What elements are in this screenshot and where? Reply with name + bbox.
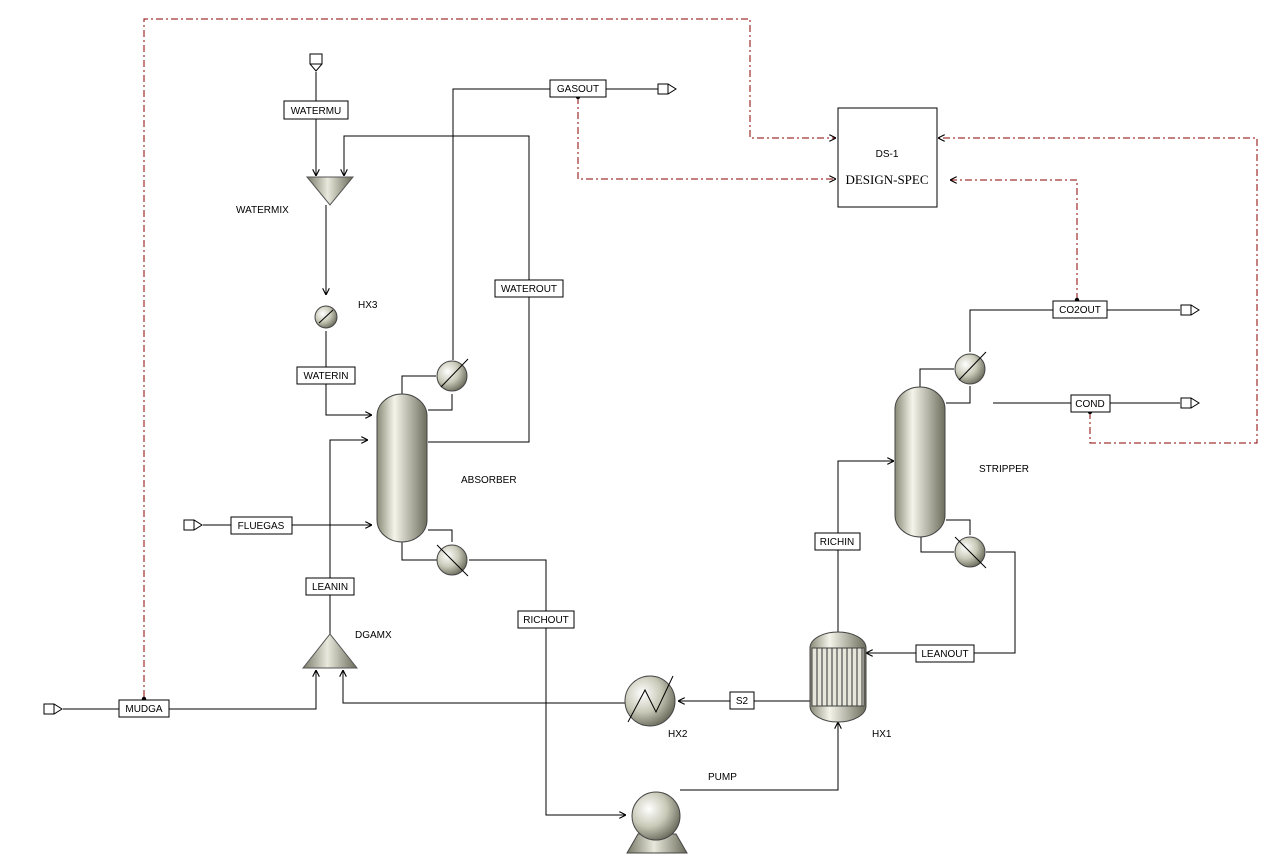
watermu-feed-arrow[interactable]: [309, 53, 323, 72]
watermix-block[interactable]: [305, 176, 355, 206]
stream-tag-label: WATEROUT: [501, 284, 557, 295]
mixer-icon: [301, 633, 359, 669]
stripper-condenser[interactable]: [954, 351, 987, 385]
column-icon: [376, 393, 428, 543]
co2out-control-line: [950, 180, 1078, 300]
dgamx-label: DGAMX: [355, 630, 392, 641]
hx2-block[interactable]: [624, 675, 676, 727]
stream-tag-leanin[interactable]: LEANIN: [305, 577, 355, 596]
block-labels: WATERMIX HX3 ABSORBER DGAMX HX2 HX1 PUMP…: [236, 205, 1029, 783]
design-spec-block[interactable]: DS-1 DESIGN-SPEC: [837, 107, 938, 208]
stream-lines: [63, 72, 1180, 815]
stream-tag-richout[interactable]: RICHOUT: [517, 610, 575, 629]
stream-tag-cond[interactable]: COND: [1070, 394, 1111, 413]
hx3-block[interactable]: [314, 305, 338, 329]
stripper-boilup-line: [946, 519, 971, 535]
richout-line: [469, 559, 626, 815]
stream-tag-label: LEANOUT: [921, 649, 968, 660]
tube-bundle-icon: [811, 647, 865, 707]
heater-zigzag-icon: [627, 675, 674, 723]
hx2-label: HX2: [668, 729, 688, 740]
absorber-label: ABSORBER: [461, 475, 517, 486]
condenser-arrow-icon: [958, 351, 987, 381]
terminal-arrows: [43, 53, 1200, 715]
stream-tag-waterout[interactable]: WATEROUT: [494, 279, 564, 298]
gasout-product-arrow[interactable]: [657, 83, 677, 95]
mudga-line: [63, 670, 316, 710]
stream-tag-label: LEANIN: [312, 582, 348, 593]
stream-tag-co2out[interactable]: CO2OUT: [1052, 300, 1108, 319]
stream-tag-label: WATERMU: [291, 106, 342, 117]
condenser-arrow-icon: [440, 358, 469, 388]
stream-tag-label: FLUEGAS: [238, 521, 285, 532]
absorber-condenser[interactable]: [436, 358, 469, 392]
design-spec-box: [837, 107, 938, 208]
pump-icon: [631, 791, 681, 841]
stripper-reflux-line: [946, 386, 971, 404]
stream-tag-label: RICHIN: [820, 537, 854, 548]
stream-tag-label: RICHOUT: [523, 615, 569, 626]
mudga-control-line: [143, 18, 836, 697]
mudga-feed-arrow[interactable]: [43, 703, 63, 715]
cond-product-arrow[interactable]: [1180, 397, 1200, 409]
absorber-reflux-line: [428, 394, 453, 411]
stream-tag-label: CO2OUT: [1059, 305, 1101, 316]
stream-tag-mudga[interactable]: MUDGA: [118, 699, 170, 718]
stream-tag-waterin[interactable]: WATERIN: [296, 366, 356, 385]
stripper-overhead-line: [919, 368, 954, 388]
hx1-block[interactable]: [809, 631, 867, 723]
stripper-label: STRIPPER: [979, 464, 1029, 475]
stream-tag-watermu[interactable]: WATERMU: [283, 100, 349, 120]
richin-line: [837, 461, 894, 632]
pump-base-icon: [626, 833, 688, 854]
stripper-block[interactable]: [894, 386, 946, 538]
leanout-line: [866, 551, 1016, 653]
cond-control-line: [938, 138, 1258, 444]
stripper-reboiler[interactable]: [954, 536, 987, 569]
hx1-label: HX1: [872, 729, 892, 740]
stream-tag-label: WATERIN: [304, 371, 349, 382]
absorber-boilup-line: [428, 529, 453, 542]
hx3-label: HX3: [358, 300, 378, 311]
heater-slash-icon: [318, 309, 334, 324]
stream-tag-fluegas[interactable]: FLUEGAS: [230, 516, 293, 535]
pump-block[interactable]: [626, 791, 688, 854]
absorber-block[interactable]: [376, 393, 428, 543]
absorber-bottoms-line: [401, 540, 437, 561]
pump-label: PUMP: [708, 772, 737, 783]
stream-tag-label: GASOUT: [557, 84, 599, 95]
absorber-overhead-line: [401, 375, 436, 395]
gasout-line: [452, 88, 658, 360]
co2out-product-arrow[interactable]: [1180, 304, 1200, 316]
absorber-reboiler[interactable]: [436, 544, 469, 577]
fluegas-feed-arrow[interactable]: [183, 519, 203, 531]
reboiler-arrow-icon: [954, 536, 987, 569]
stream-tag-leanout[interactable]: LEANOUT: [915, 644, 975, 663]
stream-tag-gasout[interactable]: GASOUT: [549, 79, 607, 98]
gasout-control-line: [577, 97, 836, 179]
stream-tag-s2[interactable]: S2: [729, 691, 755, 710]
control-lines: [141, 18, 1258, 702]
stream-tag-label: S2: [736, 696, 749, 707]
stripper-bottoms-line: [920, 536, 954, 553]
pump-out-line: [680, 722, 838, 791]
co2out-line: [969, 309, 1180, 352]
leanin-line: [329, 440, 368, 634]
design-spec-id: DS-1: [876, 149, 899, 160]
hx2-out-line: [343, 670, 626, 704]
waterout-line: [344, 135, 530, 443]
dgamx-block[interactable]: [301, 633, 359, 669]
stream-tag-label: MUDGA: [125, 704, 163, 715]
column-icon: [894, 386, 946, 538]
stream-tags: WATERMU WATERIN WATEROUT GASOUT FLUEGAS …: [118, 79, 1111, 718]
watermix-label: WATERMIX: [236, 205, 289, 216]
design-spec-type: DESIGN-SPEC: [845, 172, 928, 187]
stream-tag-label: COND: [1075, 399, 1104, 410]
stream-tag-richin[interactable]: RICHIN: [814, 532, 861, 551]
reboiler-arrow-icon: [436, 544, 469, 577]
waterin-line: [325, 331, 372, 415]
mixer-icon: [305, 176, 355, 206]
